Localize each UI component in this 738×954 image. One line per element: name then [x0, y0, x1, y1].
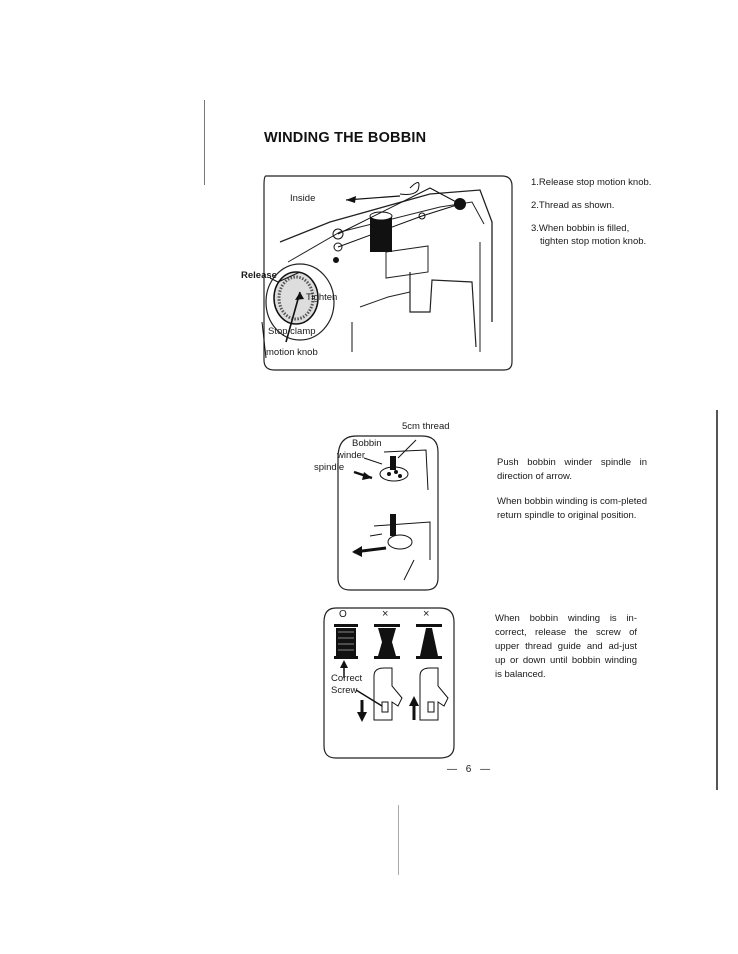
left-margin-line	[204, 100, 205, 185]
sewing-machine-figure	[240, 172, 520, 374]
label-5cm-thread: 5cm thread	[402, 421, 450, 432]
step-3-line-1: 3.When bobbin is filled,	[531, 223, 630, 234]
para-incorrect-winding: When bobbin winding is in-correct, relea…	[495, 613, 637, 680]
label-winder: winder	[337, 450, 365, 461]
label-correct: Correct	[331, 673, 363, 684]
label-inside: Inside	[290, 193, 316, 204]
mark-correct: O	[339, 609, 347, 620]
label-tighten: Tighten	[306, 292, 338, 303]
right-edge-noise	[716, 410, 718, 790]
label-motion-knob: motion knob	[266, 347, 318, 358]
steps-list: 1.Release stop motion knob. 2.Thread as …	[531, 176, 701, 258]
bobbin-balance-figure	[322, 606, 456, 762]
para-winding-completed: When bobbin winding is com-pleted return…	[497, 496, 647, 521]
para-push-spindle: Push bobbin winder spindle in direction …	[497, 457, 647, 482]
mark-wrong-1: ×	[382, 608, 389, 620]
mark-wrong-2: ×	[423, 608, 430, 620]
step-3-line-2: tighten stop motion knob.	[540, 236, 647, 247]
stray-pen-mark	[398, 805, 399, 875]
bobbin-winder-figure	[334, 430, 444, 596]
step-2: 2.Thread as shown.	[531, 200, 615, 211]
label-spindle: spindle	[314, 462, 345, 473]
page-number: — 6 —	[447, 764, 494, 775]
label-stop-clamp: Stop clamp	[268, 326, 316, 337]
step-1: 1.Release stop motion knob.	[531, 177, 652, 188]
label-bobbin: Bobbin	[352, 438, 382, 449]
label-screw: Screw	[331, 685, 358, 696]
label-release: Release	[241, 270, 277, 281]
step-3: 3.When bobbin is filled, tighten stop mo…	[531, 222, 701, 248]
page-title: WINDING THE BOBBIN	[264, 130, 427, 146]
